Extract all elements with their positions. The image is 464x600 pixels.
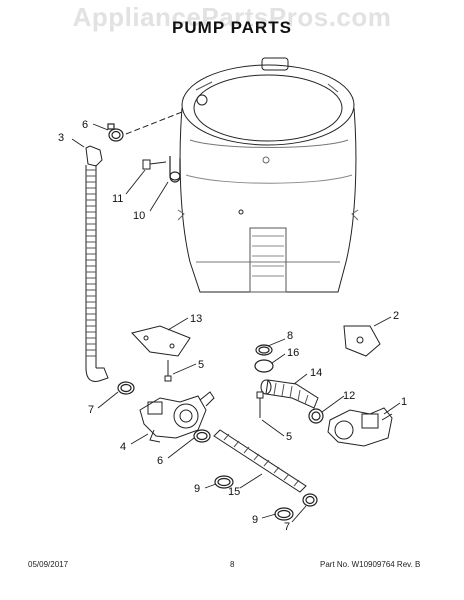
bracket-10 — [169, 156, 181, 183]
callout-11: 11 — [112, 193, 123, 205]
callout-16: 16 — [287, 347, 299, 359]
callout-1: 1 — [401, 396, 407, 408]
callout-8: 8 — [287, 330, 293, 342]
clamp-6-top — [107, 123, 124, 142]
hose-15 — [213, 429, 307, 493]
callout-6-top: 6 — [82, 119, 88, 131]
clamp-12 — [308, 408, 324, 424]
washer-tub — [177, 57, 359, 293]
clamp-8 — [255, 344, 273, 356]
plate-2 — [343, 325, 381, 357]
clamp-9-upper — [214, 475, 234, 489]
bracket-plate-13 — [131, 325, 191, 357]
callout-13: 13 — [190, 313, 202, 325]
callout-12: 12 — [343, 390, 355, 402]
screw-11 — [142, 159, 167, 170]
callout-15: 15 — [228, 486, 240, 498]
callout-5-lower: 5 — [286, 431, 292, 443]
callout-2: 2 — [393, 310, 399, 322]
callout-7-lower: 7 — [284, 521, 290, 533]
callout-9-lower: 9 — [252, 514, 258, 526]
callout-9-upper: 9 — [194, 483, 200, 495]
callout-10: 10 — [133, 210, 145, 222]
callout-6-lower: 6 — [157, 455, 163, 467]
drain-hose-3 — [85, 145, 109, 382]
clamp-6-lower — [193, 429, 211, 443]
clamp-7-lower — [302, 493, 318, 507]
clamp-7-left — [117, 381, 135, 395]
leader-lines — [71, 123, 401, 523]
recirc-pump-1 — [327, 407, 393, 447]
page-title: PUMP PARTS — [172, 18, 292, 37]
watermark: AppliancePartsPros.com — [72, 2, 392, 32]
hose-14 — [260, 379, 319, 409]
callout-14: 14 — [310, 367, 322, 379]
callout-numbers: 3 6 11 10 13 5 7 4 6 8 16 14 5 12 2 1 9 … — [58, 119, 407, 533]
screw-5-upper — [164, 360, 172, 382]
screw-5-lower — [256, 391, 264, 418]
assembly-line — [125, 111, 183, 135]
callout-7-left: 7 — [88, 404, 94, 416]
callout-3: 3 — [58, 132, 64, 144]
footer-page: 8 — [230, 560, 235, 569]
drain-pump-4 — [139, 391, 215, 443]
footer-date: 05/09/2017 — [28, 560, 69, 569]
callout-4: 4 — [120, 441, 126, 453]
clamp-9-lower — [274, 507, 294, 521]
footer-part-number: Part No. W10909764 Rev. B — [320, 560, 421, 569]
ring-16 — [254, 359, 274, 373]
callout-5-upper: 5 — [198, 359, 204, 371]
